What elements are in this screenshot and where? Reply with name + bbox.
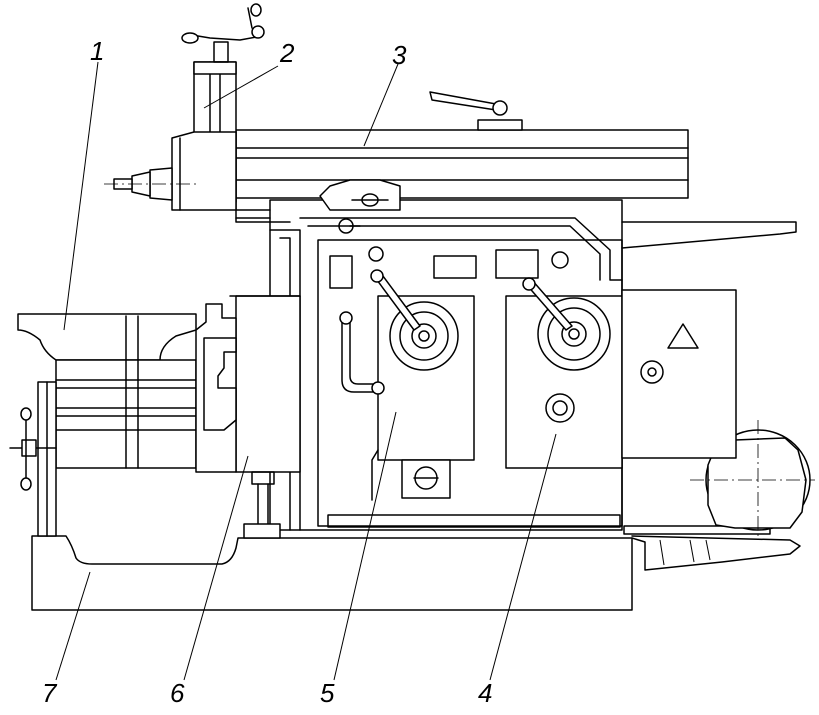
triangle-warning-icon xyxy=(667,323,699,349)
tool-head xyxy=(104,3,265,211)
column-controls xyxy=(329,218,797,395)
motor-platform xyxy=(623,525,801,571)
table-handwheel xyxy=(9,407,57,491)
leader-lines xyxy=(55,61,557,681)
callout-5: 5 xyxy=(320,678,335,708)
callout-4: 4 xyxy=(478,678,492,708)
callout-3: 3 xyxy=(392,40,407,70)
gearbox-panel xyxy=(370,269,475,501)
callout-7: 7 xyxy=(42,678,58,708)
callout-2: 2 xyxy=(279,38,295,68)
work-table xyxy=(17,313,197,537)
callout-1: 1 xyxy=(90,36,104,66)
ram-adjustment-block xyxy=(319,179,401,211)
cross-rail xyxy=(195,295,301,539)
base xyxy=(31,535,633,611)
callout-6: 6 xyxy=(170,678,185,708)
speed-panel xyxy=(505,277,623,469)
ram xyxy=(235,91,689,223)
electrical-cabinet xyxy=(621,289,737,459)
